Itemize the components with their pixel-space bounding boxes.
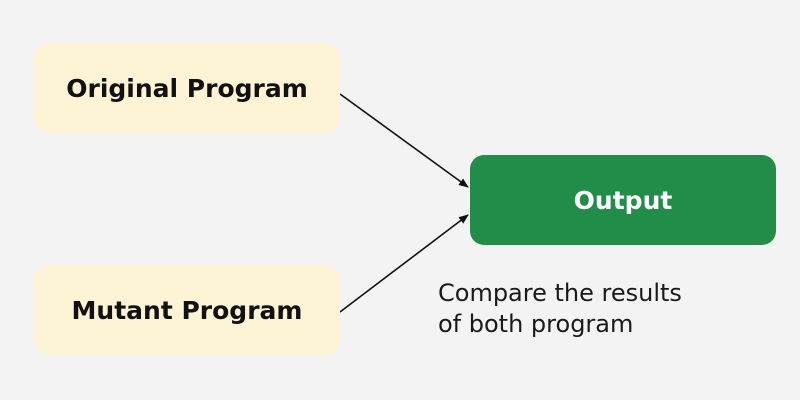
- caption-line-2: of both program: [438, 310, 634, 338]
- arrow-mutant-to-output: [339, 214, 469, 313]
- mutant-program-label: Mutant Program: [71, 295, 303, 325]
- caption-line-1: Compare the results: [438, 279, 682, 307]
- output-node: Output: [470, 155, 776, 245]
- comparison-caption: Compare the results of both program: [438, 278, 778, 340]
- output-label: Output: [573, 185, 673, 215]
- mutant-program-node: Mutant Program: [34, 265, 340, 355]
- arrow-original-to-output: [339, 93, 469, 188]
- original-program-label: Original Program: [66, 73, 308, 103]
- original-program-node: Original Program: [34, 43, 340, 133]
